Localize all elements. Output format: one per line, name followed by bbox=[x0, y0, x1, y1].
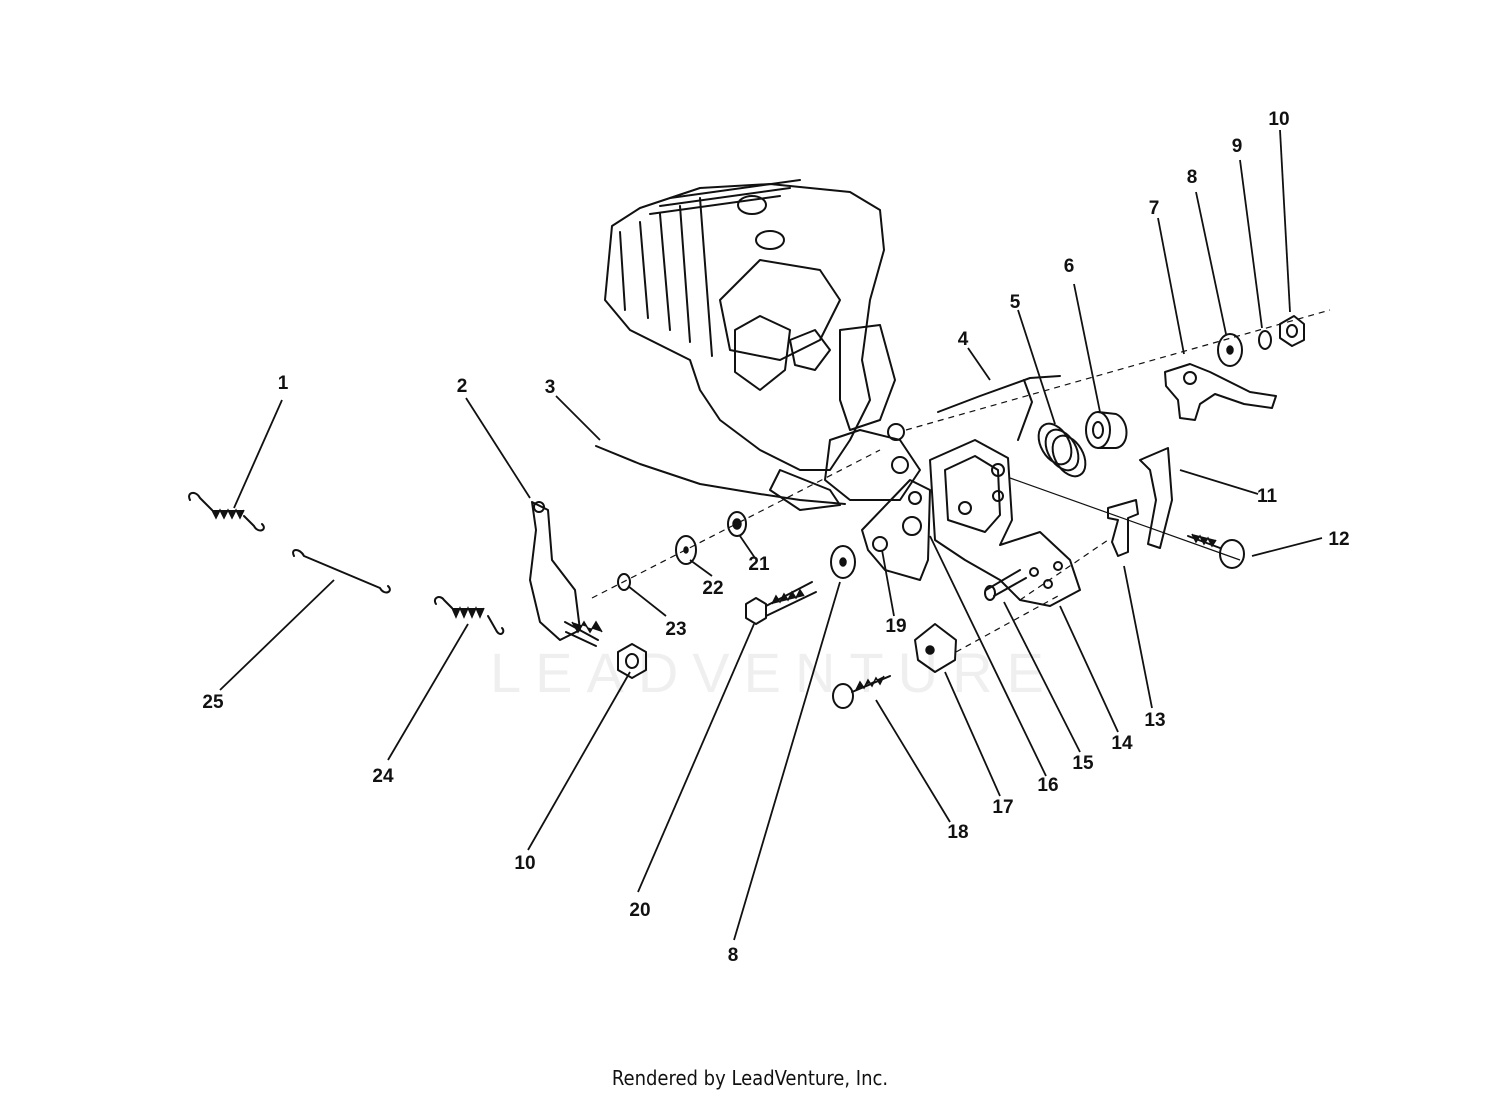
governor-rod bbox=[937, 375, 1061, 441]
nut-lower-10 bbox=[617, 643, 647, 679]
link-rod-3 bbox=[595, 445, 846, 505]
pin-15 bbox=[984, 569, 1027, 601]
callout-6: 6 bbox=[1064, 256, 1075, 277]
callout-4: 4 bbox=[958, 329, 969, 350]
callout-21: 21 bbox=[748, 554, 770, 575]
callout-22: 22 bbox=[702, 578, 723, 599]
flange-bolt-12 bbox=[1187, 533, 1245, 569]
bushing bbox=[1085, 411, 1128, 449]
callout-10-upper: 10 bbox=[1268, 109, 1289, 130]
washer-lower-8 bbox=[830, 545, 856, 579]
lock-washer-9 bbox=[1258, 330, 1272, 350]
torsion-spring bbox=[1037, 422, 1087, 478]
callout-17: 17 bbox=[992, 797, 1013, 818]
governor-bracket-plate bbox=[929, 439, 1081, 607]
callout-12: 12 bbox=[1328, 529, 1349, 550]
callout-8-lower: 8 bbox=[728, 945, 739, 966]
callout-19: 19 bbox=[885, 616, 906, 637]
washer-upper-8 bbox=[1217, 333, 1243, 367]
callout-25: 25 bbox=[202, 692, 224, 713]
callout-1: 1 bbox=[278, 373, 289, 394]
callout-24: 24 bbox=[372, 766, 394, 787]
washer-23 bbox=[617, 573, 631, 591]
callout-leaders bbox=[219, 129, 1323, 941]
callout-8-upper: 8 bbox=[1187, 167, 1198, 188]
governor-spring-1 bbox=[188, 492, 265, 532]
callout-2: 2 bbox=[457, 376, 468, 397]
bracket-11 bbox=[1139, 447, 1173, 549]
callout-15: 15 bbox=[1072, 753, 1094, 774]
spring-24 bbox=[434, 596, 505, 635]
callout-labels: 1 2 3 4 5 6 7 8 9 10 10 11 12 13 14 15 1… bbox=[202, 109, 1349, 966]
callout-10-lower: 10 bbox=[514, 853, 535, 874]
assembly-axis-lines bbox=[591, 309, 1331, 653]
callout-18: 18 bbox=[947, 822, 968, 843]
callout-14: 14 bbox=[1111, 733, 1133, 754]
callout-23: 23 bbox=[665, 619, 686, 640]
callout-20: 20 bbox=[629, 900, 650, 921]
callout-3: 3 bbox=[545, 377, 556, 398]
throttle-lever bbox=[529, 501, 603, 647]
governor-lever bbox=[861, 479, 931, 581]
callout-16: 16 bbox=[1037, 775, 1058, 796]
flange-bolt-18 bbox=[832, 675, 891, 709]
nut-upper-10 bbox=[1279, 315, 1305, 347]
callout-11: 11 bbox=[1257, 486, 1278, 507]
callout-5: 5 bbox=[1010, 292, 1021, 313]
engine-cylinder-block bbox=[604, 179, 921, 511]
clip-13 bbox=[1107, 499, 1139, 557]
callout-13: 13 bbox=[1144, 710, 1165, 731]
hex-bolt-20 bbox=[745, 581, 817, 625]
watermark: LEADVENTURE bbox=[490, 641, 1058, 704]
clamp-block-17 bbox=[914, 623, 957, 673]
link-rod-25 bbox=[292, 549, 391, 594]
washer-22 bbox=[675, 535, 697, 565]
bushing-21 bbox=[727, 511, 747, 537]
callout-7: 7 bbox=[1149, 198, 1160, 219]
footer-credit: Rendered by LeadVenture, Inc. bbox=[611, 1066, 889, 1090]
throttle-bracket bbox=[1164, 363, 1277, 421]
callout-9: 9 bbox=[1232, 136, 1243, 157]
